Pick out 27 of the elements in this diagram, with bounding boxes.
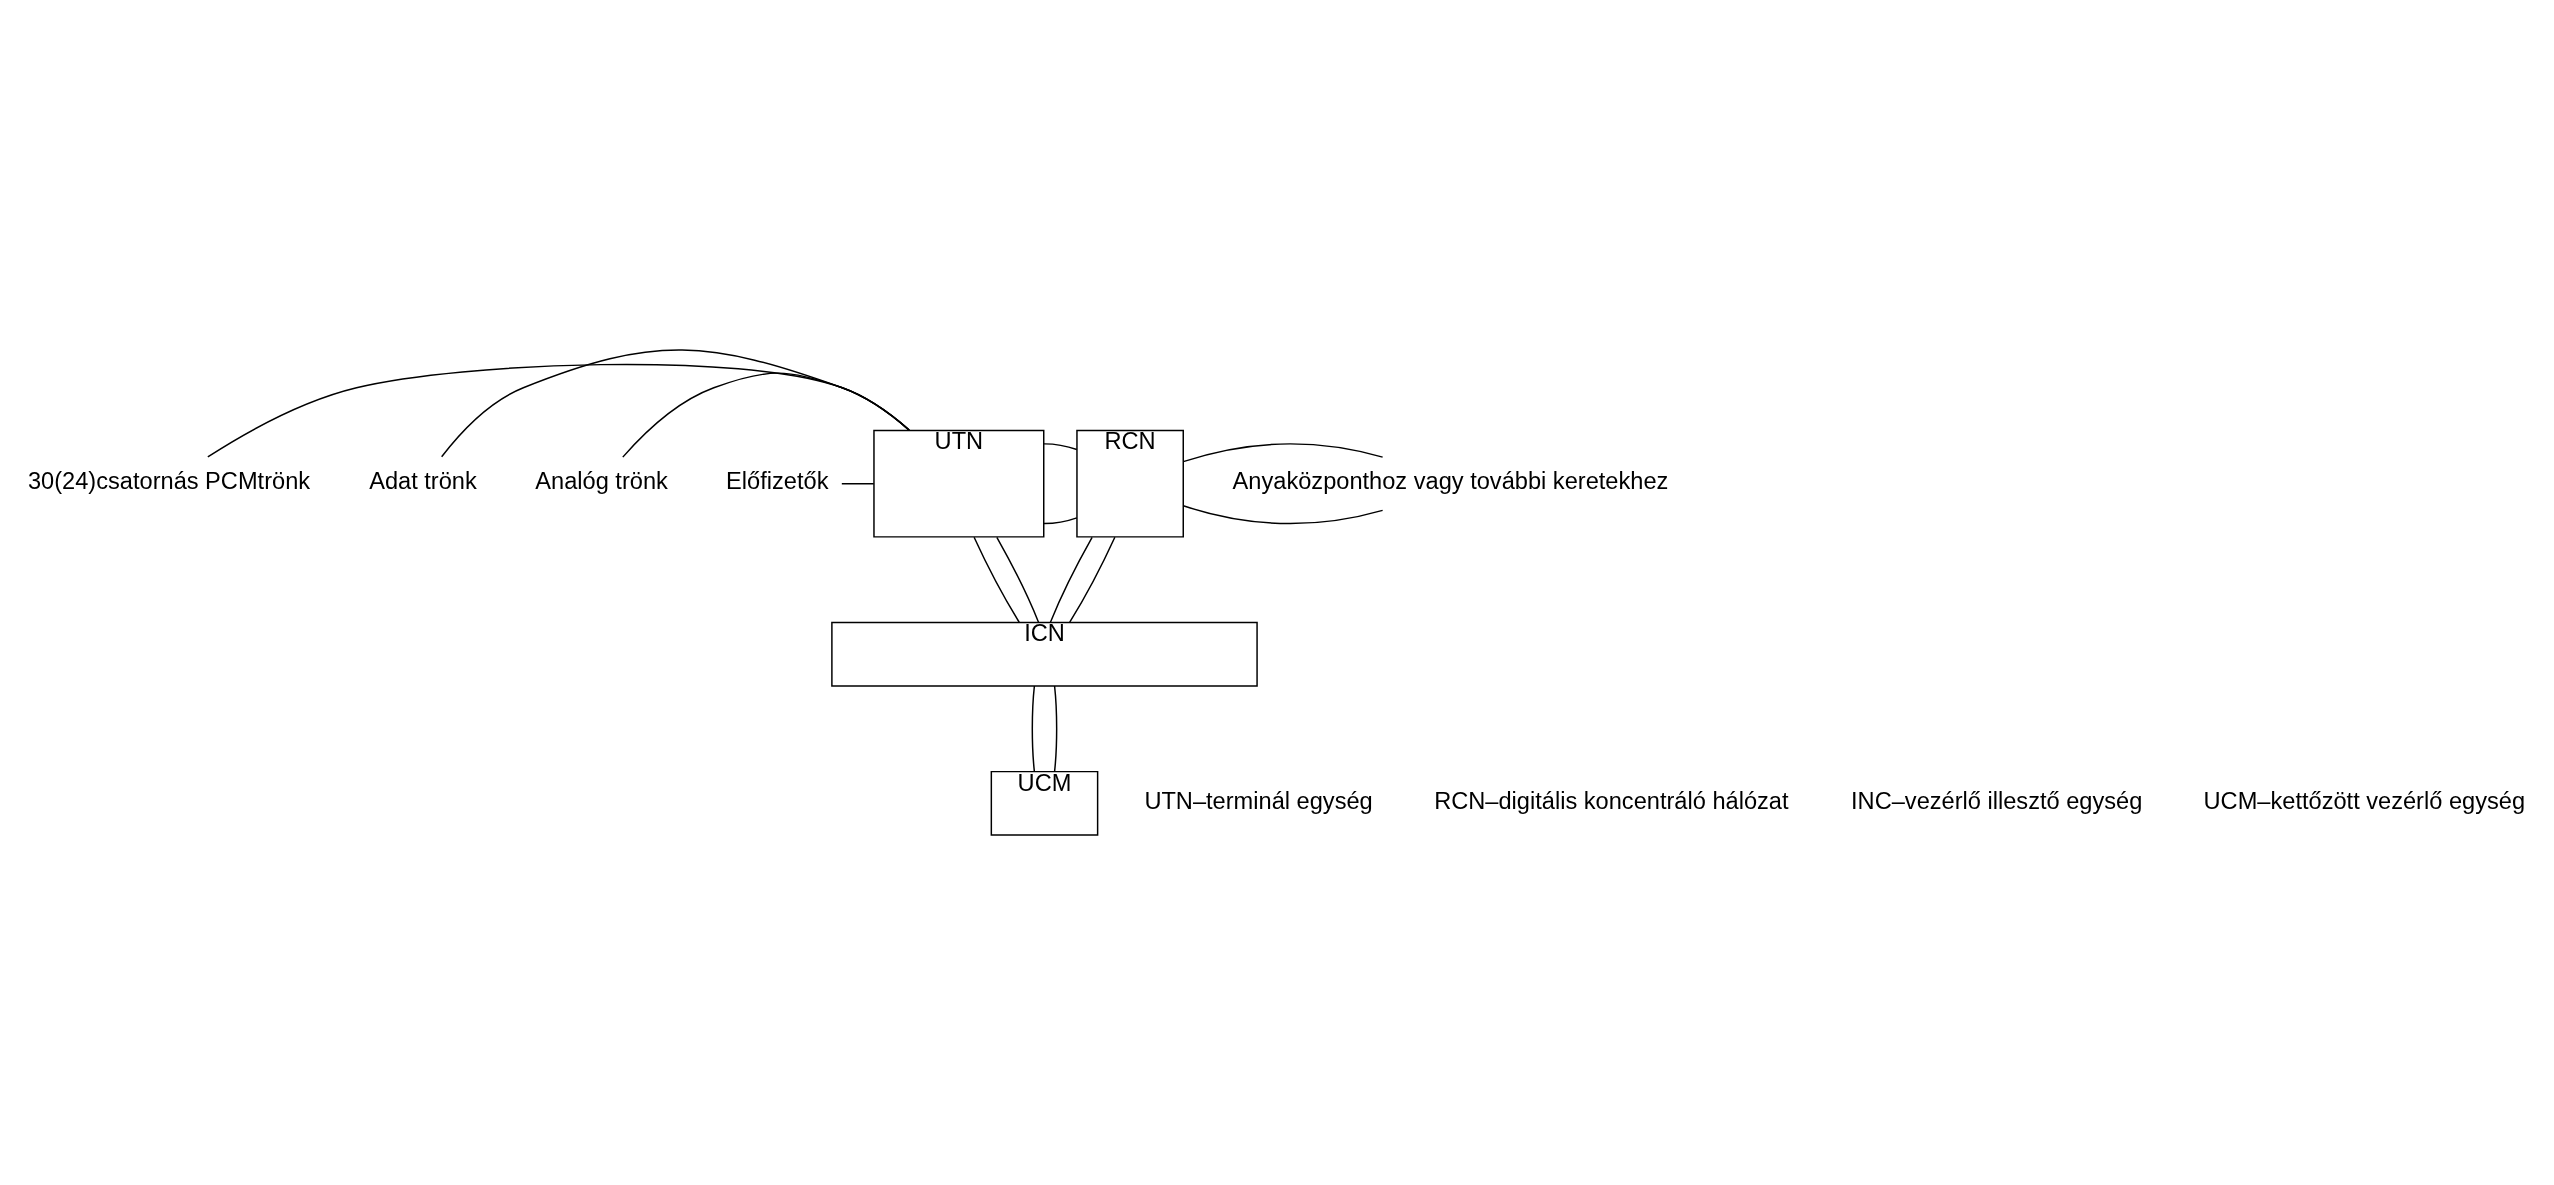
node-text: Anyaközponthoz vagy további keretekhez: [1232, 468, 1669, 495]
connector: [973, 536, 1020, 623]
node-text: Adat trönk: [369, 468, 477, 495]
connector: [440, 349, 910, 458]
connector: [1043, 517, 1078, 525]
node-text: 30(24)csatornás PCMtrönk: [27, 468, 311, 495]
node-box: ICN: [831, 621, 1258, 687]
connector: [1031, 685, 1036, 772]
node-text: Előfizetők: [726, 468, 829, 495]
connector: [841, 483, 875, 485]
node-box: UTN: [873, 429, 1045, 538]
node-text: Analóg trönk: [535, 468, 668, 495]
connector: [622, 372, 910, 458]
label: UCM–kettőzött vezérlő egység: [2203, 787, 2526, 814]
label: INC–vezérlő illesztő egység: [1851, 787, 2143, 814]
connector: [1182, 443, 1384, 463]
connector: [1049, 536, 1093, 623]
connector: [996, 536, 1040, 623]
label: RCN–digitális koncentráló hálózat: [1434, 787, 1789, 814]
label: UTN–terminál egység: [1144, 787, 1373, 814]
connector: [1069, 536, 1116, 623]
connector: [1182, 505, 1384, 525]
connector: [1053, 685, 1058, 772]
connector: [207, 363, 910, 458]
node-box: UCM: [990, 770, 1099, 836]
node-box: RCN: [1076, 429, 1184, 538]
connector: [1043, 443, 1078, 451]
